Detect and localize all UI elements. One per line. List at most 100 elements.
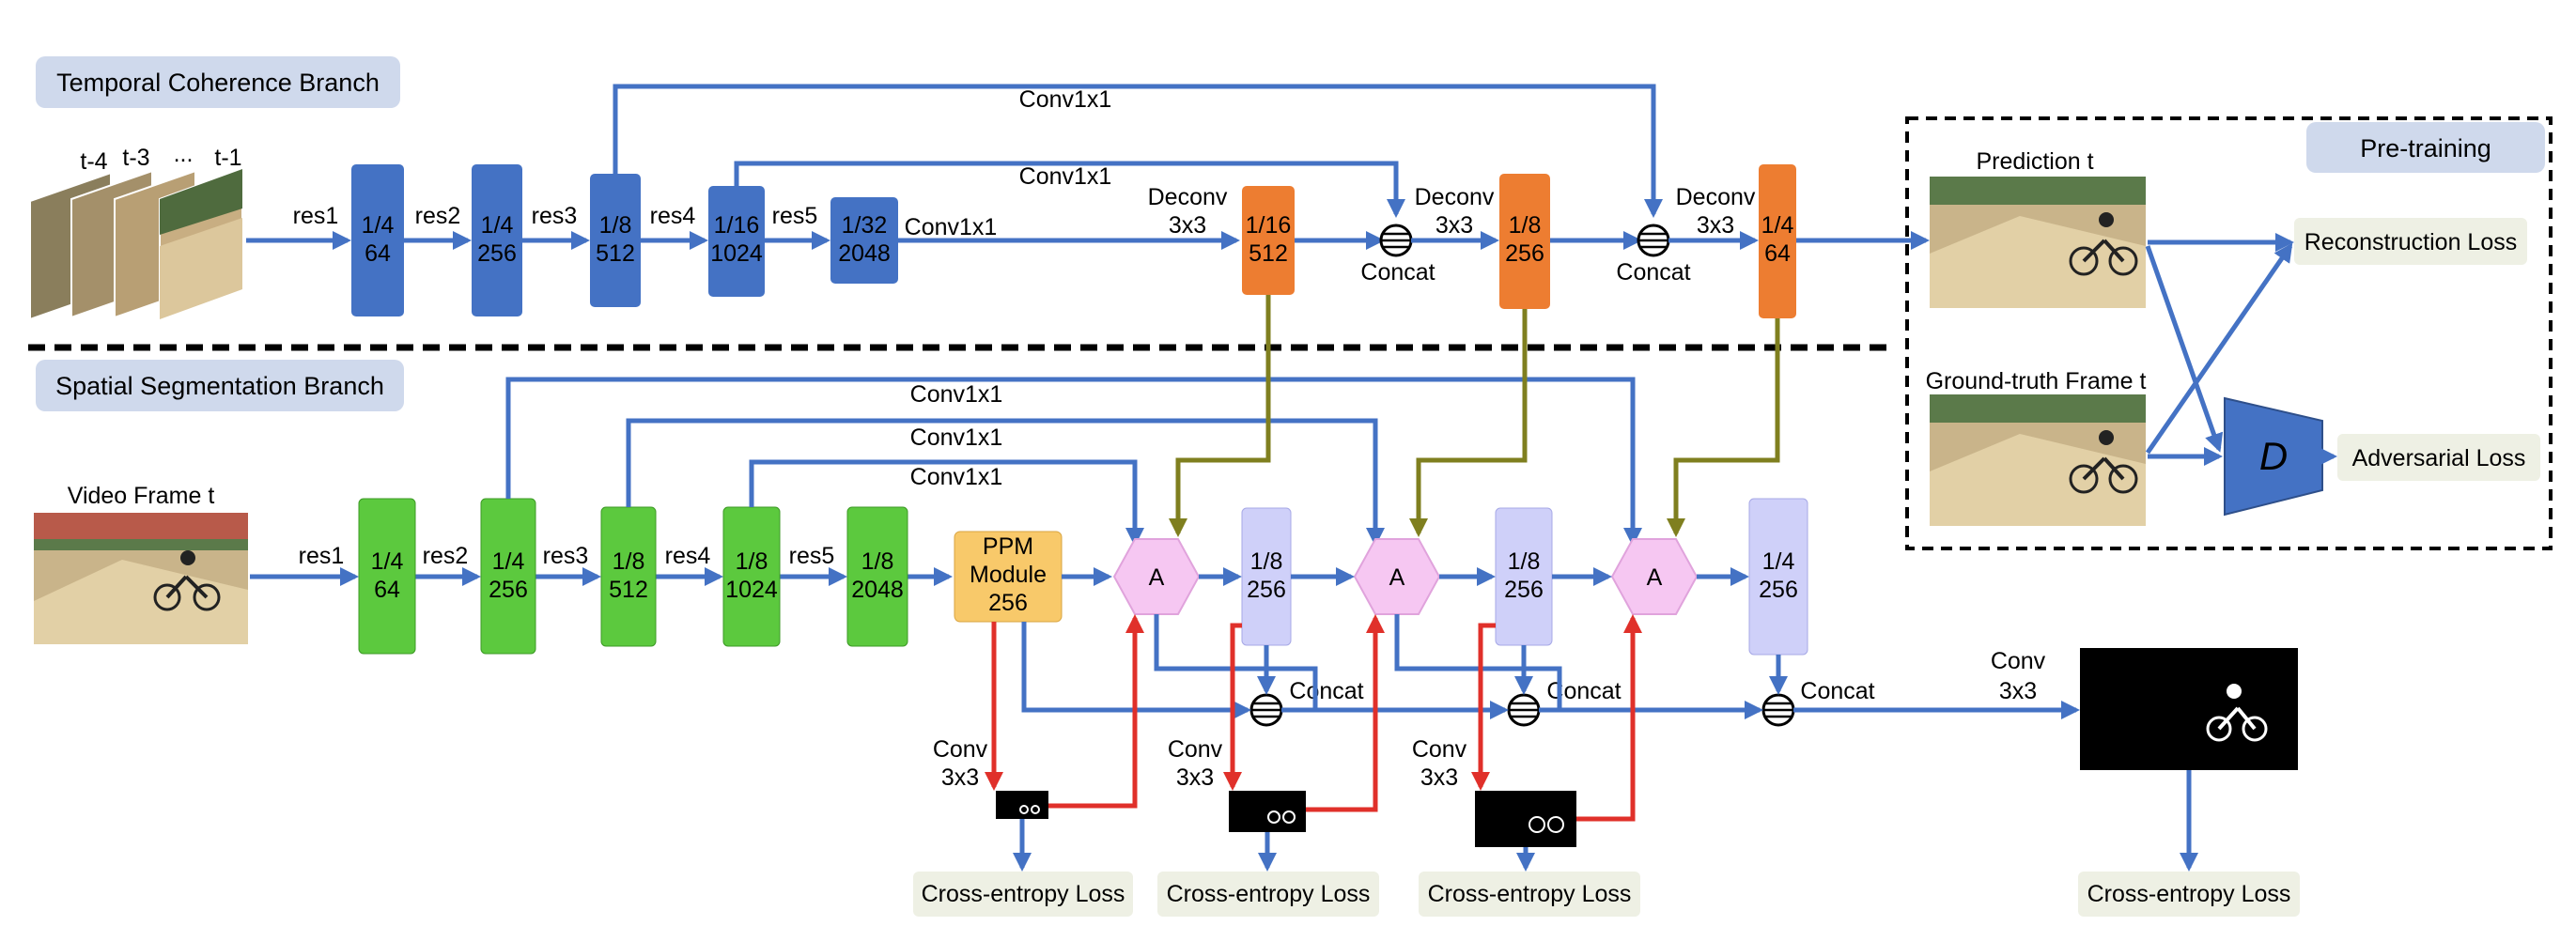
spatial-block-5: 1/8 2048: [846, 506, 908, 647]
svg-text:1/4: 1/4: [1762, 548, 1795, 575]
svg-text:2048: 2048: [851, 577, 904, 603]
temporal-stage-res2: res2: [415, 203, 461, 229]
temporal-block-5: 1/32 2048: [830, 197, 898, 284]
svg-text:256: 256: [1247, 577, 1286, 603]
deconv-label-2: Deconv: [1415, 184, 1495, 210]
aux-mask3-to-attention: [1576, 614, 1642, 822]
frame-label-t-3: t-3: [122, 145, 149, 171]
ppm-module: PPM Module 256: [954, 531, 1063, 623]
temporal-block-4: 1/16 1024: [708, 186, 765, 297]
cross-entropy-box-2: [1157, 872, 1379, 917]
conv1x1-label-spatial-2: Conv1x1: [910, 424, 1003, 451]
temporal-skip-short: [734, 161, 1405, 218]
ground-truth-label: Ground-truth Frame t: [1926, 368, 2147, 394]
concat-node-spatial-3: [1761, 693, 1795, 727]
svg-text:64: 64: [374, 577, 400, 603]
spatial-skip-2: [626, 418, 1385, 547]
deconv-kernel-3: 3x3: [1697, 212, 1734, 239]
svg-text:1/4: 1/4: [371, 548, 404, 575]
aux-conv-kernel-2: 3x3: [1176, 764, 1214, 791]
svg-text:256: 256: [477, 240, 517, 267]
concat-label-temporal-2: Concat: [1616, 259, 1690, 286]
ppm-to-concat-line: [1021, 622, 1251, 719]
spatial-skip-3: [749, 459, 1144, 547]
aux-conv-label-2: Conv: [1168, 736, 1223, 763]
svg-text:2048: 2048: [838, 240, 891, 267]
video-frame-label: Video Frame t: [68, 483, 215, 509]
temporal-branch-pill: [36, 56, 400, 108]
spatial-block-3: 1/8 512: [600, 506, 657, 647]
concat-label-temporal-1: Concat: [1360, 259, 1435, 286]
frame-label-ellipsis: ...: [174, 141, 194, 167]
svg-text:A: A: [1149, 564, 1165, 591]
svg-text:512: 512: [596, 240, 635, 267]
cross-entropy-label-2: Cross-entropy Loss: [1167, 881, 1371, 907]
svg-text:64: 64: [1764, 240, 1791, 267]
prediction-to-disc-arrow: [2145, 245, 2224, 453]
deconv-label-3: Deconv: [1676, 184, 1756, 210]
svg-text:256: 256: [1504, 577, 1544, 603]
svg-text:256: 256: [1505, 240, 1544, 267]
attention-module-1: A: [1112, 538, 1201, 615]
deconv-kernel-1: 3x3: [1169, 212, 1206, 239]
deconv-label-1: Deconv: [1148, 184, 1228, 210]
svg-text:1/4: 1/4: [492, 548, 525, 575]
decoder-block-3: 1/4 64: [1759, 164, 1796, 318]
conv1x1-label-bottleneck: Conv1x1: [905, 214, 998, 240]
aux-mask-1: [996, 791, 1048, 819]
aux-conv-label-3: Conv: [1412, 736, 1467, 763]
svg-text:PPM: PPM: [983, 533, 1033, 560]
output-mask: [2080, 648, 2298, 770]
cross-entropy-box-4: [2078, 872, 2300, 917]
aux-mask1-to-attention: [1048, 614, 1144, 809]
svg-text:1/8: 1/8: [1509, 212, 1542, 239]
cross-entropy-label-1: Cross-entropy Loss: [922, 881, 1125, 907]
spatial-stage-res3: res3: [543, 543, 589, 569]
spatial-skip-1: [505, 377, 1642, 547]
svg-text:1/32: 1/32: [842, 212, 888, 239]
aux-conv-label-1: Conv: [933, 736, 988, 763]
spatial-branch-pill: [36, 360, 404, 411]
svg-text:1/8: 1/8: [861, 548, 894, 575]
temporal-block-1: 1/4 64: [351, 164, 404, 316]
aux-conv-kernel-1: 3x3: [941, 764, 979, 791]
aux-conv-kernel-3: 3x3: [1420, 764, 1458, 791]
video-frame-image: [34, 513, 248, 644]
svg-text:1/4: 1/4: [481, 212, 514, 239]
svg-text:1/8: 1/8: [736, 548, 768, 575]
pretraining-pill: [2306, 122, 2545, 173]
svg-text:1/8: 1/8: [1508, 548, 1541, 575]
svg-text:1/4: 1/4: [362, 212, 395, 239]
temporal-stage-res4: res4: [650, 203, 696, 229]
conv1x1-label-spatial-3: Conv1x1: [910, 464, 1003, 490]
conv1x1-label-spatial-1: Conv1x1: [910, 381, 1003, 408]
deconv-kernel-2: 3x3: [1435, 212, 1473, 239]
adversarial-loss-box: [2337, 434, 2540, 481]
spatial-stage-res4: res4: [665, 543, 711, 569]
refine-block-2: 1/8 256: [1495, 507, 1553, 646]
svg-text:512: 512: [609, 577, 648, 603]
attention-module-2: A: [1353, 538, 1441, 615]
temporal-block-2: 1/4 256: [472, 164, 522, 316]
temporal-stage-res5: res5: [772, 203, 818, 229]
fusion-line-3: [1667, 318, 1780, 537]
conv1x1-label-top: Conv1x1: [1019, 86, 1112, 113]
temporal-branch-title: Temporal Coherence Branch: [56, 69, 380, 97]
cross-entropy-box-1: [913, 872, 1133, 917]
svg-text:1024: 1024: [710, 240, 763, 267]
svg-text:Module: Module: [970, 562, 1047, 588]
pretraining-frame: [1905, 116, 2553, 550]
decoder-block-1: 1/16 512: [1242, 186, 1295, 295]
spatial-block-4: 1/8 1024: [722, 506, 781, 647]
cross-entropy-label-3: Cross-entropy Loss: [1428, 881, 1632, 907]
attention-module-3: A: [1610, 538, 1699, 615]
aux-mask-2: [1229, 791, 1306, 832]
spatial-stage-res5: res5: [789, 543, 835, 569]
svg-text:64: 64: [365, 240, 391, 267]
svg-text:1024: 1024: [725, 577, 778, 603]
refine2-aux-line: [1471, 623, 1496, 791]
temporal-block-3: 1/8 512: [590, 174, 641, 307]
spatial-stage-res1: res1: [299, 543, 345, 569]
spatial-stage-res2: res2: [423, 543, 469, 569]
